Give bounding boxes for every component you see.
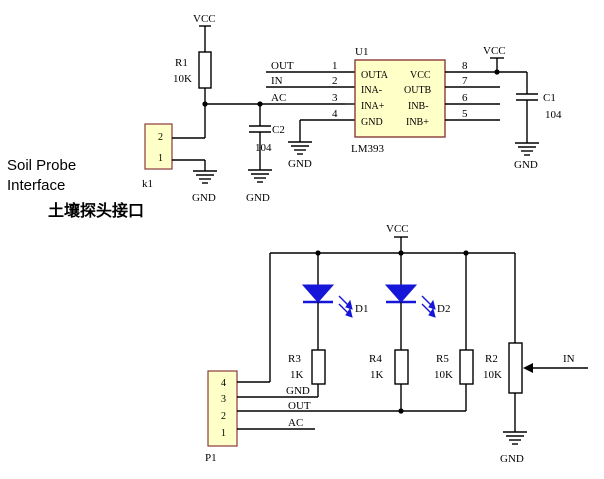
r4-ref: R4 [369, 353, 382, 365]
r2-ref: R2 [485, 353, 498, 365]
gnd-label: GND [500, 453, 524, 465]
d1-ref: D1 [355, 303, 368, 315]
p1-pin-4: 4 [221, 378, 226, 389]
resistor-r3: R3 1K [288, 349, 326, 385]
u1-pin-name-outb: OUTB [404, 85, 432, 96]
p1-net-out: OUT [288, 400, 311, 412]
gnd-symbol-r2: GND [500, 431, 527, 465]
soil-probe-title-line2: Interface [7, 177, 65, 194]
u1-pin-6-num: 6 [462, 92, 468, 104]
c2-ref: C2 [272, 124, 285, 136]
u1-pin-name-vcc: VCC [410, 70, 431, 81]
vcc-symbol-r1: VCC [193, 13, 216, 52]
gnd-symbol-u1: GND [288, 141, 312, 170]
r3-ref: R3 [288, 353, 301, 365]
led-d2: D2 [384, 253, 450, 350]
soil-probe-caption: Soil Probe Interface 土壤探头接口 [7, 157, 144, 220]
p1-ref: P1 [205, 452, 217, 464]
c1-value: 104 [545, 109, 562, 121]
r1-value: 10K [173, 73, 192, 85]
u1-pin-7-num: 7 [462, 75, 468, 87]
r5-ref: R5 [436, 353, 449, 365]
r2-in-label: IN [563, 353, 575, 365]
led-d1: D1 [301, 253, 368, 350]
r2-value: 10K [483, 369, 502, 381]
u1-pin-name-inb-plus: INB+ [406, 117, 429, 128]
k1-pin-1: 1 [158, 153, 163, 164]
connector-p1: 4 3 2 1 P1 [205, 370, 238, 464]
vcc-symbol-u1: VCC [483, 45, 506, 75]
gnd-label: GND [192, 192, 216, 204]
vcc-label: VCC [386, 223, 409, 235]
u1-pin-1-num: 1 [332, 60, 338, 72]
resistor-r1: R1 10K [173, 51, 212, 89]
gnd-symbol-k1: GND [192, 170, 217, 204]
u1-pin-4-num: 4 [332, 108, 338, 120]
r1-ref: R1 [175, 57, 188, 69]
d2-ref: D2 [437, 303, 450, 315]
u1-ref: U1 [355, 46, 368, 58]
u1-pin-name-inb-minus: INB- [408, 101, 429, 112]
net-label-out: OUT [271, 60, 294, 72]
u1-pin-8-num: 8 [462, 60, 468, 72]
capacitor-c1: C1 104 [516, 72, 562, 143]
k1-pin-2: 2 [158, 132, 163, 143]
p1-pin-2: 2 [221, 411, 226, 422]
soil-probe-title-line1: Soil Probe [7, 157, 76, 174]
vcc-label: VCC [483, 45, 506, 57]
potentiometer-r2: R2 10K IN [483, 342, 588, 394]
vcc-label: VCC [193, 13, 216, 25]
p1-net-gnd: GND [286, 385, 310, 397]
capacitor-c2: C2 104 [249, 104, 285, 170]
u1-pin-name-outa: OUTA [361, 70, 389, 81]
p1-net-ac: AC [288, 417, 303, 429]
p1-pin-3: 3 [221, 394, 226, 405]
gnd-label: GND [246, 192, 270, 204]
u1-pin-name-ina-minus: INA- [361, 85, 382, 96]
r4-value: 1K [370, 369, 384, 381]
r5-value: 10K [434, 369, 453, 381]
gnd-label: GND [514, 159, 538, 171]
gnd-symbol-c2: GND [246, 169, 272, 204]
ic-u1-lm393: U1 OUTA INA- INA+ GND VCC OUTB INB- INB+… [351, 46, 446, 155]
c2-value: 104 [255, 142, 272, 154]
u1-pin-name-ina-plus: INA+ [361, 101, 385, 112]
vcc-symbol-bottom: VCC [386, 223, 409, 253]
gnd-symbol-c1: GND [514, 142, 539, 171]
net-label-ac: AC [271, 92, 286, 104]
u1-part-number: LM393 [351, 143, 385, 155]
u1-pin-name-gnd: GND [361, 117, 383, 128]
k1-ref: k1 [142, 178, 153, 190]
u1-pin-2-num: 2 [332, 75, 338, 87]
connector-k1: 2 1 k1 [142, 123, 173, 190]
gnd-label: GND [288, 158, 312, 170]
resistor-r5: R5 10K [434, 349, 474, 385]
soil-probe-title-cn: 土壤探头接口 [48, 201, 144, 220]
p1-pin-1: 1 [221, 428, 226, 439]
net-label-in: IN [271, 75, 283, 87]
u1-pin-3-num: 3 [332, 92, 338, 104]
u1-pin-5-num: 5 [462, 108, 468, 120]
r3-value: 1K [290, 369, 304, 381]
c1-ref: C1 [543, 92, 556, 104]
resistor-r4: R4 1K [369, 349, 409, 385]
